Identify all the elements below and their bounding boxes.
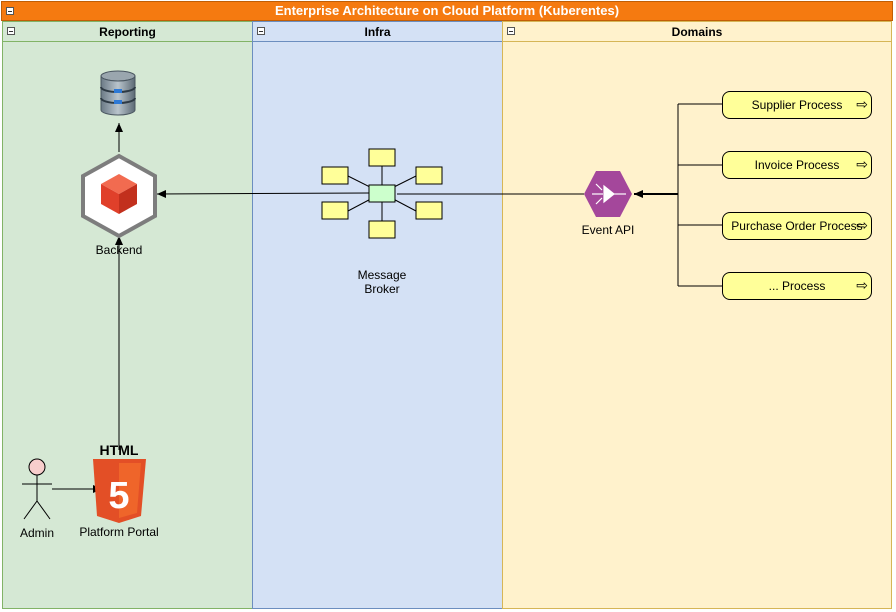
collapse-icon[interactable] xyxy=(507,27,515,35)
lane-domains: Domains xyxy=(502,21,892,609)
lane-header-reporting: Reporting xyxy=(3,22,252,42)
collapse-icon[interactable] xyxy=(6,7,14,15)
admin-actor-icon[interactable] xyxy=(22,458,52,520)
html5-logo-icon[interactable]: 5 HTML xyxy=(93,442,146,523)
process-arrow-icon: ⇨ xyxy=(856,217,868,233)
admin-label: Admin xyxy=(19,526,54,540)
lane-title-reporting: Reporting xyxy=(99,25,156,39)
database-icon[interactable] xyxy=(100,70,136,116)
process-invoice[interactable]: Invoice Process ⇨ xyxy=(722,151,872,179)
process-label: Purchase Order Process xyxy=(731,219,863,233)
edge-broker-backend[interactable] xyxy=(156,189,370,198)
collapse-icon[interactable] xyxy=(7,27,15,35)
backend-label: Backend xyxy=(95,243,143,257)
lane-header-infra: Infra xyxy=(253,22,502,42)
process-label: ... Process xyxy=(768,279,826,293)
html5-logo-number: 5 xyxy=(108,475,129,517)
diagram-title: Enterprise Architecture on Cloud Platfor… xyxy=(274,3,620,18)
lane-header-domains: Domains xyxy=(503,22,891,42)
message-broker-label: Message Broker xyxy=(357,268,407,296)
event-api-icon[interactable] xyxy=(584,171,632,217)
process-purchase-order[interactable]: Purchase Order Process ⇨ xyxy=(722,212,872,240)
lane-title-domains: Domains xyxy=(671,25,723,39)
diagram-title-bar: Enterprise Architecture on Cloud Platfor… xyxy=(1,1,893,21)
backend-icon[interactable] xyxy=(81,153,157,239)
event-api-label: Event API xyxy=(581,223,635,237)
edge-processes-eventapi[interactable] xyxy=(634,103,722,287)
process-label: Invoice Process xyxy=(754,158,840,172)
process-label: Supplier Process xyxy=(751,98,843,112)
html5-logo-text: HTML xyxy=(100,442,139,458)
collapse-icon[interactable] xyxy=(257,27,265,35)
process-arrow-icon: ⇨ xyxy=(856,156,868,172)
message-broker-icon[interactable] xyxy=(321,148,443,239)
lane-title-infra: Infra xyxy=(364,25,391,39)
process-other[interactable]: ... Process ⇨ xyxy=(722,272,872,300)
process-arrow-icon: ⇨ xyxy=(856,277,868,293)
process-arrow-icon: ⇨ xyxy=(856,96,868,112)
lane-infra: Infra xyxy=(252,21,503,609)
process-supplier[interactable]: Supplier Process ⇨ xyxy=(722,91,872,119)
platform-portal-label: Platform Portal xyxy=(79,525,159,539)
